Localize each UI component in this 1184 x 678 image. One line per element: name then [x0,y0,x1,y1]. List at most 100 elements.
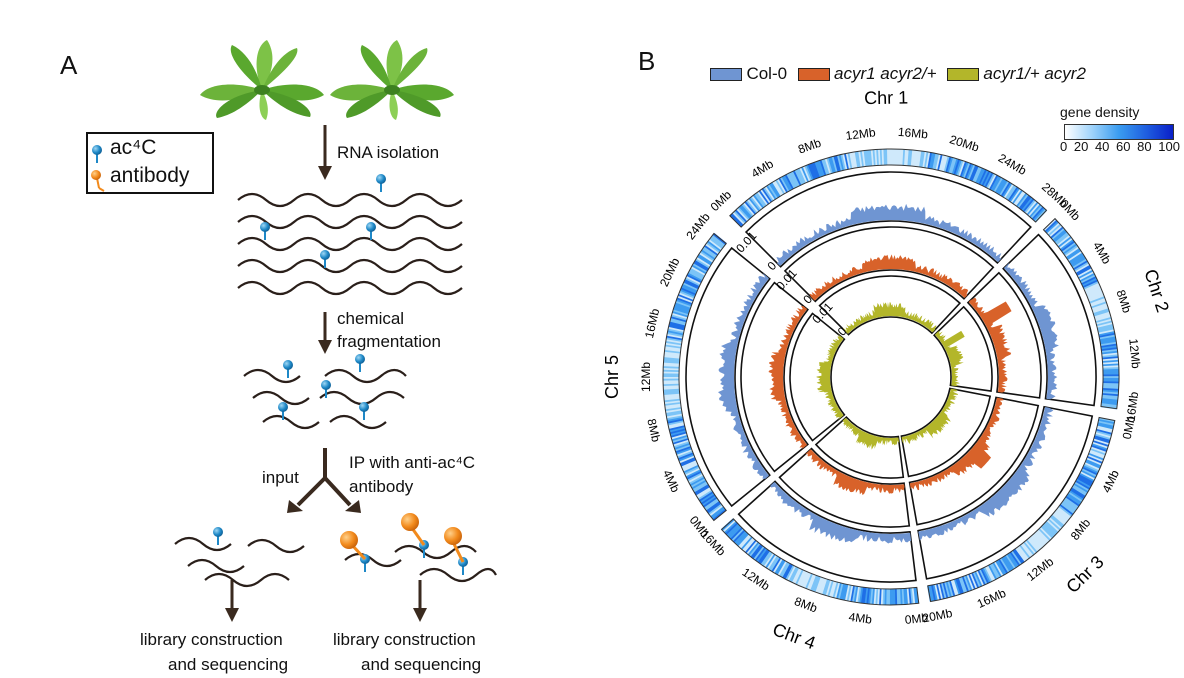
signal-series-0 [776,203,1002,266]
density-cell [1048,517,1062,530]
density-cell [816,160,824,177]
density-cell [981,170,991,187]
density-cell [738,534,752,549]
legend-swatch-acyr1 [797,67,830,81]
density-cell [675,445,692,454]
density-cell [978,169,988,185]
density-cell [794,169,804,185]
density-cell [708,504,724,517]
density-cell [755,547,768,563]
density-cell [1023,540,1037,555]
density-cell [1093,308,1110,316]
density-cell [1041,524,1055,538]
density-cell [1081,466,1098,476]
density-cell [673,440,690,448]
density-cell [1092,306,1109,314]
density-cell [733,530,747,544]
density-cell [732,529,746,543]
density-cell [767,555,779,571]
density-cell [1080,274,1096,285]
density-cell [683,464,699,474]
density-cell [796,168,805,185]
ac4c-legend [86,132,214,194]
density-cell [981,567,991,584]
input-ac4c-marks [212,526,224,546]
density-cell [1087,291,1104,300]
density-cell [783,174,793,191]
chr-tick-label: 20Mb [921,606,953,626]
legend-label-col0: Col-0 [746,64,788,83]
chr-tick-label: 20Mb [948,132,981,154]
density-cell [1045,221,1060,234]
density-cell [770,557,782,573]
density-cell [705,500,721,512]
density-cell [687,272,703,282]
density-cell [796,569,806,586]
density-cell [691,264,707,275]
density-track-outline [729,148,1048,228]
density-cell [1085,459,1102,468]
density-cell [969,573,978,589]
density-cell [761,187,773,203]
chr-tick-label: 12Mb [845,125,877,143]
density-cell [688,270,704,281]
density-cell [702,496,718,508]
density-cell [1086,287,1102,297]
density-cell [706,501,722,514]
density-cell [1066,249,1082,261]
density-cell [1025,200,1038,215]
density-cell [1052,229,1067,242]
density-cell [799,571,809,587]
density-cell [1084,284,1101,294]
density-cell [699,251,714,263]
density-cell [789,566,799,583]
density-cell [686,470,702,480]
density-track-outline [662,232,727,522]
density-cell [757,190,769,206]
density-cell [1059,239,1075,251]
density-cell [789,171,799,188]
density-cell [1029,536,1042,550]
density-cell [976,569,986,586]
density-cell [734,531,748,545]
density-cell [691,479,707,490]
gene-density-title: gene density [1060,104,1140,120]
density-cell [781,563,792,579]
density-cell [990,563,1001,579]
density-cell [797,570,807,587]
density-cell [1079,273,1096,283]
density-cell [994,560,1005,576]
density-cell [1091,303,1108,311]
density-cell [693,483,709,494]
density-cell [814,161,823,178]
density-cell [1020,196,1033,211]
step-chemical: chemical [337,309,405,328]
density-cell [703,245,718,258]
density-cell [1084,462,1100,472]
density-cell [984,566,994,582]
density-cell [750,543,762,558]
density-cell [797,167,807,184]
chr-tick-label: 8Mb [792,594,819,615]
density-cell [1051,513,1066,526]
density-cell [689,476,705,487]
density-cell [1072,258,1088,270]
chr-tick-label: 4Mb [1099,467,1122,494]
density-cell [764,553,776,569]
density-cell [752,194,765,209]
chr-name-label: Chr 1 [864,90,908,108]
density-cell [996,559,1007,575]
density-cell [1018,544,1031,560]
density-cell [1010,550,1022,566]
density-cell [770,181,782,197]
density-cell [741,203,754,217]
density-cell [977,168,986,185]
plant-icon-left [200,40,324,120]
signal-series-1 [768,305,808,449]
chr-name-label: Chr 4 [770,619,818,653]
density-cell [990,175,1001,192]
density-cell [1062,243,1078,255]
density-cell [693,482,709,493]
density-cell [1042,523,1056,537]
